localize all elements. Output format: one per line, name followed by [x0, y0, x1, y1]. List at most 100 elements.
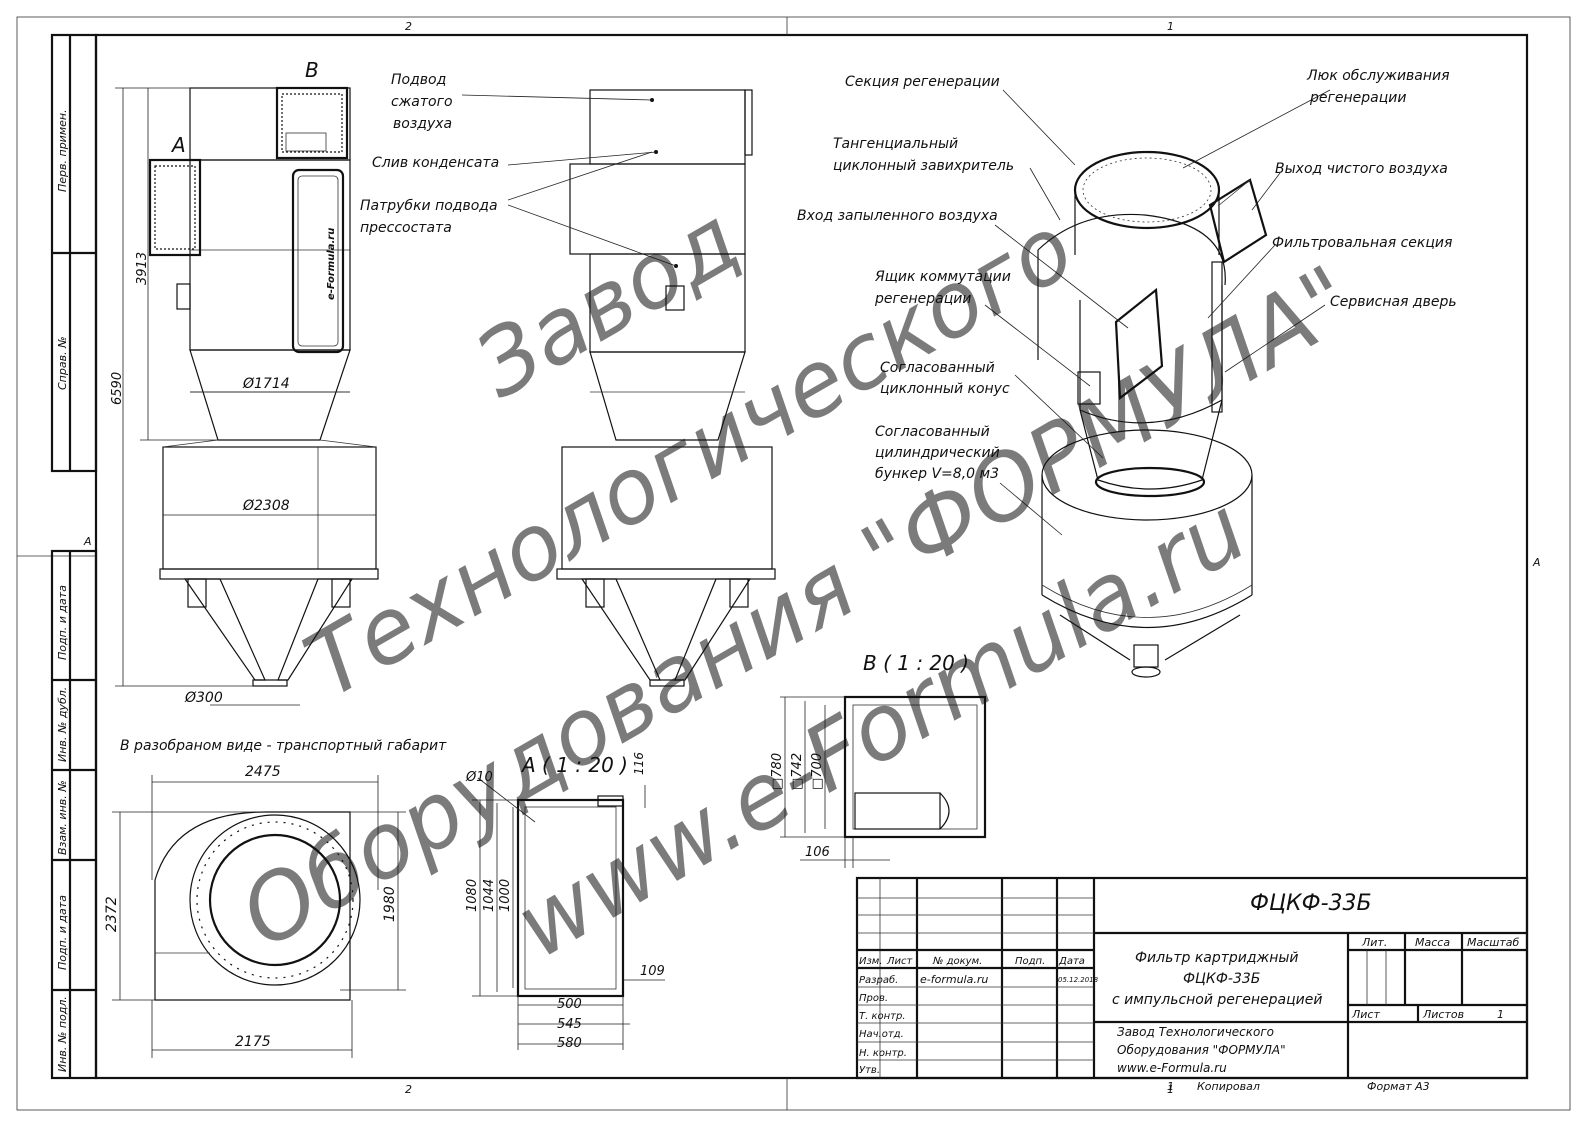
tb-row-nachotd: Нач.отд. [859, 1029, 904, 1040]
dim-500: 500 [557, 997, 582, 1012]
side-cell-5: Взам. инв. № [56, 780, 69, 855]
callout-bunker-2: цилиндрический [875, 445, 1000, 461]
tb-row-utv: Утв. [859, 1065, 880, 1076]
callout-hatch-1: Люк обслуживания [1306, 68, 1450, 84]
callout-clean-air: Выход чистого воздуха [1275, 161, 1448, 177]
callout-bunker-1: Согласованный [875, 424, 990, 440]
callout-air-1: Подвод [391, 72, 446, 88]
detail-a-title: A ( 1 : 20 ) [520, 753, 628, 777]
dim-3913: 3913 [135, 252, 150, 285]
dim-1044: 1044 [482, 879, 497, 912]
front-view [115, 86, 379, 706]
tb-row-prov: Пров. [859, 993, 888, 1004]
callout-filter-section: Фильтровальная секция [1272, 235, 1452, 251]
dim-2175: 2175 [235, 1034, 271, 1050]
dim-742: □742 [790, 753, 805, 790]
iso-view [1037, 150, 1268, 678]
callout-switch-box-1: Ящик коммутации [874, 269, 1011, 285]
tb-company-3: www.e-Formula.ru [1117, 1061, 1227, 1075]
callout-cone-2: циклонный конус [880, 381, 1010, 397]
zone-top-left: 2 [405, 20, 412, 33]
dia-2308: Ø2308 [242, 498, 290, 514]
tb-name-1: Фильтр картриджный [1135, 950, 1299, 966]
iso-leaders [984, 89, 1331, 536]
callout-regen-section: Секция регенерации [845, 74, 1000, 90]
dim-6590: 6590 [110, 372, 125, 405]
callout-pressostat-1: Патрубки подвода [360, 198, 498, 214]
dim-700: □700 [810, 753, 825, 790]
tb-mass: Масса [1415, 936, 1450, 949]
tb-name-2: ФЦКФ-33Б [1183, 971, 1260, 987]
side-cell-7: Инв. № подл. [56, 996, 69, 1072]
tb-row-nkontr: Н. контр. [859, 1048, 907, 1059]
callout-air-2: сжатого [391, 94, 453, 110]
callout-pressostat-2: прессостата [360, 220, 452, 236]
tb-company-2: Оборудования "ФОРМУЛА" [1117, 1043, 1286, 1057]
title-block [855, 876, 1529, 1080]
side-leaders [461, 94, 677, 267]
tb-col-sign: Подп. [1015, 956, 1045, 967]
callout-dusty-air: Вход запыленного воздуха [797, 208, 998, 224]
tb-company-1: Завод Технологического [1117, 1025, 1274, 1039]
side-cell-6: Подп. и дата [56, 895, 69, 970]
panel-logo-text: e-Formula.ru [326, 228, 337, 300]
dim-109: 109 [640, 964, 665, 979]
tb-sheets-count: 1 [1497, 1008, 1504, 1021]
dia-300: Ø300 [184, 690, 223, 706]
side-strip [50, 33, 98, 1080]
callout-switch-box-2: регенерации [874, 291, 971, 307]
dim-545: 545 [557, 1017, 582, 1032]
callout-hatch-2: регенерации [1309, 90, 1406, 106]
tb-sheet-no: 1 [1167, 1080, 1174, 1093]
tb-col-date: Дата [1058, 956, 1085, 967]
tb-scale: Масштаб [1467, 936, 1519, 949]
side-cell-4: Инв. № дубл. [56, 687, 69, 762]
label-b: B [305, 58, 319, 82]
dim-2475: 2475 [245, 764, 281, 780]
plan-view [112, 775, 406, 1058]
tb-designation: ФЦКФ-33Б [1250, 891, 1372, 916]
dim-580: 580 [557, 1036, 582, 1051]
dim-1000: 1000 [498, 879, 513, 912]
callout-air-3: воздуха [393, 116, 452, 132]
side-cell-3: Подп. и дата [56, 585, 69, 660]
callout-swirler-2: циклонный завихритель [833, 158, 1014, 174]
callout-cone-1: Согласованный [880, 360, 995, 376]
detail-a [472, 777, 665, 1050]
label-a: A [170, 133, 186, 157]
dim-1080: 1080 [465, 879, 480, 912]
tb-copied: Копировал [1197, 1080, 1260, 1093]
zone-top-right: 1 [1167, 20, 1174, 33]
tb-row-tkontr: Т. контр. [859, 1011, 906, 1022]
side-cell-1: Перв. примен. [56, 109, 69, 192]
tb-format: Формат А3 [1367, 1080, 1430, 1093]
callout-condensate: Слив конденсата [372, 155, 499, 171]
zone-bottom-right: 1 [1167, 1083, 1174, 1096]
watermark: Завод Технологического Оборудования "ФОР… [224, 187, 1372, 980]
tb-lit: Лит. [1361, 936, 1387, 949]
tb-name-3: с импульсной регенерацией [1112, 992, 1322, 1008]
plan-caption: В разобраном виде - транспортный габарит [120, 738, 447, 754]
tb-col-list: Лист [886, 956, 914, 967]
zone-right: A [1532, 556, 1541, 569]
tb-date: 05.12.2018 [1058, 976, 1099, 984]
side-cell-2: Справ. № [56, 336, 69, 390]
tb-sheet: Лист [1351, 1008, 1380, 1021]
zone-bottom-left: 2 [405, 1083, 412, 1096]
side-view [556, 89, 776, 687]
detail-b [780, 695, 987, 868]
tb-sheets: Листов [1422, 1008, 1464, 1021]
tb-developer: e-formula.ru [920, 973, 988, 986]
detail-b-title: B ( 1 : 20 ) [863, 651, 969, 675]
dia-10: Ø10 [465, 770, 493, 785]
dim-780: □780 [770, 753, 785, 790]
tb-col-izm: Изм. [859, 956, 883, 967]
dim-116: 116 [632, 752, 646, 775]
callout-service-door: Сервисная дверь [1330, 294, 1457, 310]
callout-swirler-1: Тангенциальный [833, 136, 958, 152]
dia-1714: Ø1714 [242, 376, 290, 392]
dim-106: 106 [805, 845, 830, 860]
zone-left: A [83, 535, 92, 548]
dim-1980: 1980 [382, 886, 398, 922]
